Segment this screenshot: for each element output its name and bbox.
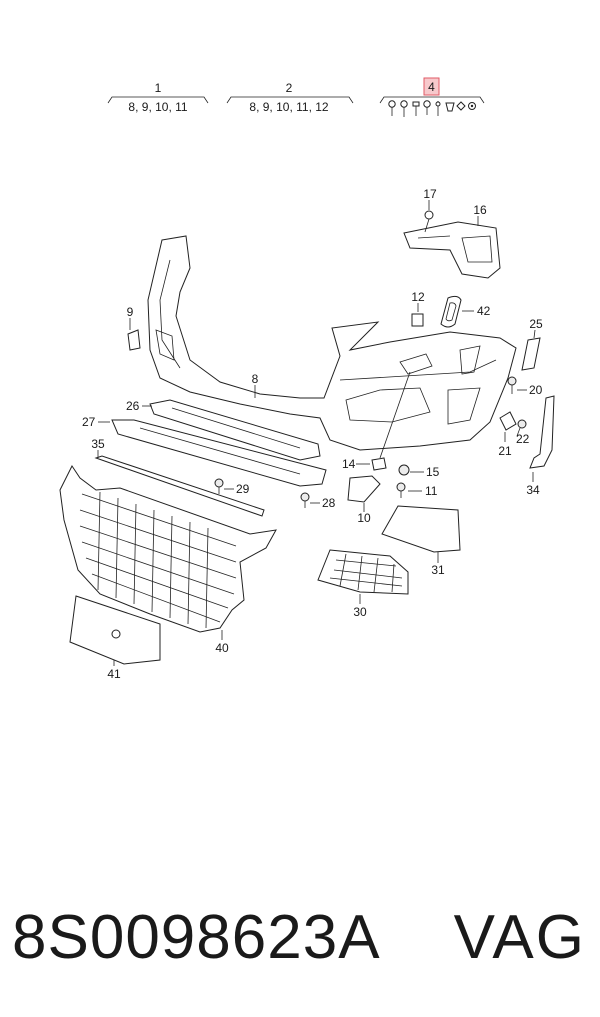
callout-11: 11 <box>425 484 438 498</box>
callout-8: 8 <box>252 372 259 386</box>
part-14-cap <box>371 457 387 471</box>
callout-41: 41 <box>107 667 121 681</box>
callout-20: 20 <box>529 383 543 397</box>
part-42-trim-ring <box>440 295 462 328</box>
group-4-bracket <box>379 96 485 104</box>
part-21-guide <box>499 411 517 431</box>
callout-22: 22 <box>516 432 530 446</box>
callout-10: 10 <box>357 511 371 525</box>
callout-9: 9 <box>127 305 134 319</box>
part-41-plate-holder <box>69 595 161 665</box>
parts-diagram: 1 8, 9, 10, 11 2 8, 9, 10, 11, 12 4 <box>59 77 555 681</box>
callout-40: 40 <box>215 641 229 655</box>
part-26-spoiler <box>149 399 321 461</box>
part-22-screw <box>516 419 527 437</box>
group-1-number: 1 <box>155 81 162 95</box>
part-8-bumper-cover <box>147 235 517 451</box>
part-15-clip <box>398 464 410 476</box>
part-16-bracket <box>403 221 501 279</box>
group-1-refs: 8, 9, 10, 11 <box>128 100 187 114</box>
part-34-bracket <box>529 395 555 469</box>
callout-31: 31 <box>431 563 445 577</box>
footer: 8S0098623A VAG <box>0 888 600 988</box>
part-11-screw <box>396 482 406 498</box>
callout-34: 34 <box>526 483 540 497</box>
callout-21: 21 <box>498 444 512 458</box>
callout-28: 28 <box>322 496 336 510</box>
part-28-screw <box>300 492 310 508</box>
group-2-number: 2 <box>286 81 293 95</box>
callout-12: 12 <box>411 290 425 304</box>
group-4-highlight <box>423 77 440 96</box>
callout-27: 27 <box>82 415 96 429</box>
part-31-panel <box>381 505 461 553</box>
part-17-screw <box>424 210 434 233</box>
fastener-set-icons <box>388 100 476 117</box>
callout-15: 15 <box>426 465 440 479</box>
group-2: 2 8, 9, 10, 11, 12 <box>226 81 354 114</box>
part-27-spoiler-lower <box>111 419 327 487</box>
callout-30: 30 <box>353 605 367 619</box>
part-10-cover <box>347 475 381 503</box>
group-1-bracket <box>107 96 209 104</box>
brand-label: VAG <box>453 903 586 972</box>
callout-26: 26 <box>126 399 140 413</box>
part-20-screw <box>507 376 517 394</box>
group-1: 1 8, 9, 10, 11 <box>107 81 209 114</box>
callout-14: 14 <box>342 457 356 471</box>
group-2-refs: 8, 9, 10, 11, 12 <box>249 100 328 114</box>
part-number: 8S0098623A <box>12 903 381 972</box>
callout-25: 25 <box>529 317 543 331</box>
group-4-number: 4 <box>428 80 435 94</box>
callout-17: 17 <box>423 187 437 201</box>
part-40-radiator-grille <box>59 465 277 633</box>
part-35-trim-strip <box>94 455 265 517</box>
part-9-clip <box>127 329 141 351</box>
callout-35: 35 <box>91 437 105 451</box>
callout-42: 42 <box>477 304 491 318</box>
part-25-trim-strip <box>521 337 541 371</box>
group-2-bracket <box>226 96 354 104</box>
callout-29: 29 <box>236 482 250 496</box>
part-30-grille-insert <box>317 549 409 595</box>
part-12-clip <box>411 313 424 327</box>
grille-slats <box>79 491 237 629</box>
callout-16: 16 <box>473 203 487 217</box>
part-29-screw <box>214 478 224 494</box>
group-4: 4 <box>379 77 485 117</box>
